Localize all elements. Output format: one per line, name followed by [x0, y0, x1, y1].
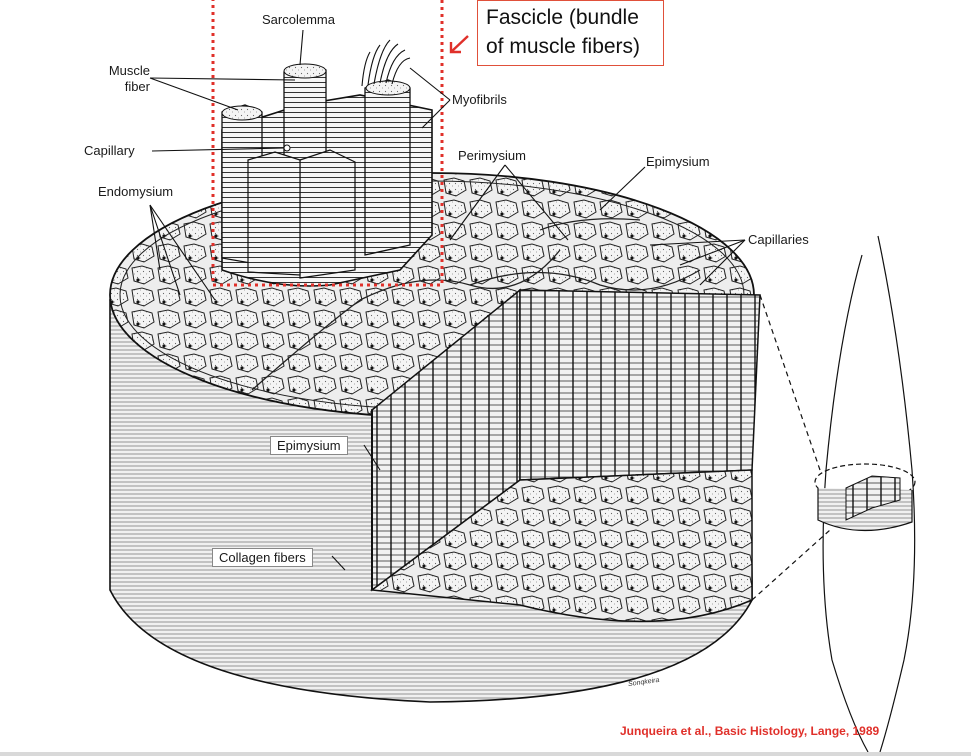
bottom-rule: [0, 752, 971, 756]
label-collagen-fibers: Collagen fibers: [212, 548, 313, 567]
cutaway-wedge: [370, 288, 761, 623]
label-endomysium: Endomysium: [98, 184, 174, 199]
label-perimysium: Perimysium: [458, 148, 526, 163]
label-sarcolemma: Sarcolemma: [262, 12, 335, 27]
callout-line2: of muscle fibers): [486, 35, 641, 58]
label-capillary: Capillary: [84, 143, 135, 158]
fascicle-callout: Fascicle (bundle of muscle fibers): [477, 0, 664, 66]
callout-arrow: [449, 35, 469, 54]
leader-lines: [149, 29, 746, 571]
label-epimysium-side: Epimysium: [270, 436, 348, 455]
label-muscle-fiber-line2: fiber: [124, 79, 150, 94]
fascicle-highlight-box: [211, 0, 444, 287]
label-myofibrils: Myofibrils: [452, 92, 507, 107]
label-capillaries: Capillaries: [748, 232, 809, 247]
fascicle-bundle: [221, 39, 433, 287]
label-muscle-fiber-line1: Muscle: [108, 63, 150, 78]
label-epimysium-top: Epimysium: [646, 154, 710, 169]
whole-muscle-inset: [751, 235, 916, 753]
callout-line1: Fascicle (bundle: [486, 6, 639, 29]
citation: Junqueira et al., Basic Histology, Lange…: [620, 724, 880, 738]
